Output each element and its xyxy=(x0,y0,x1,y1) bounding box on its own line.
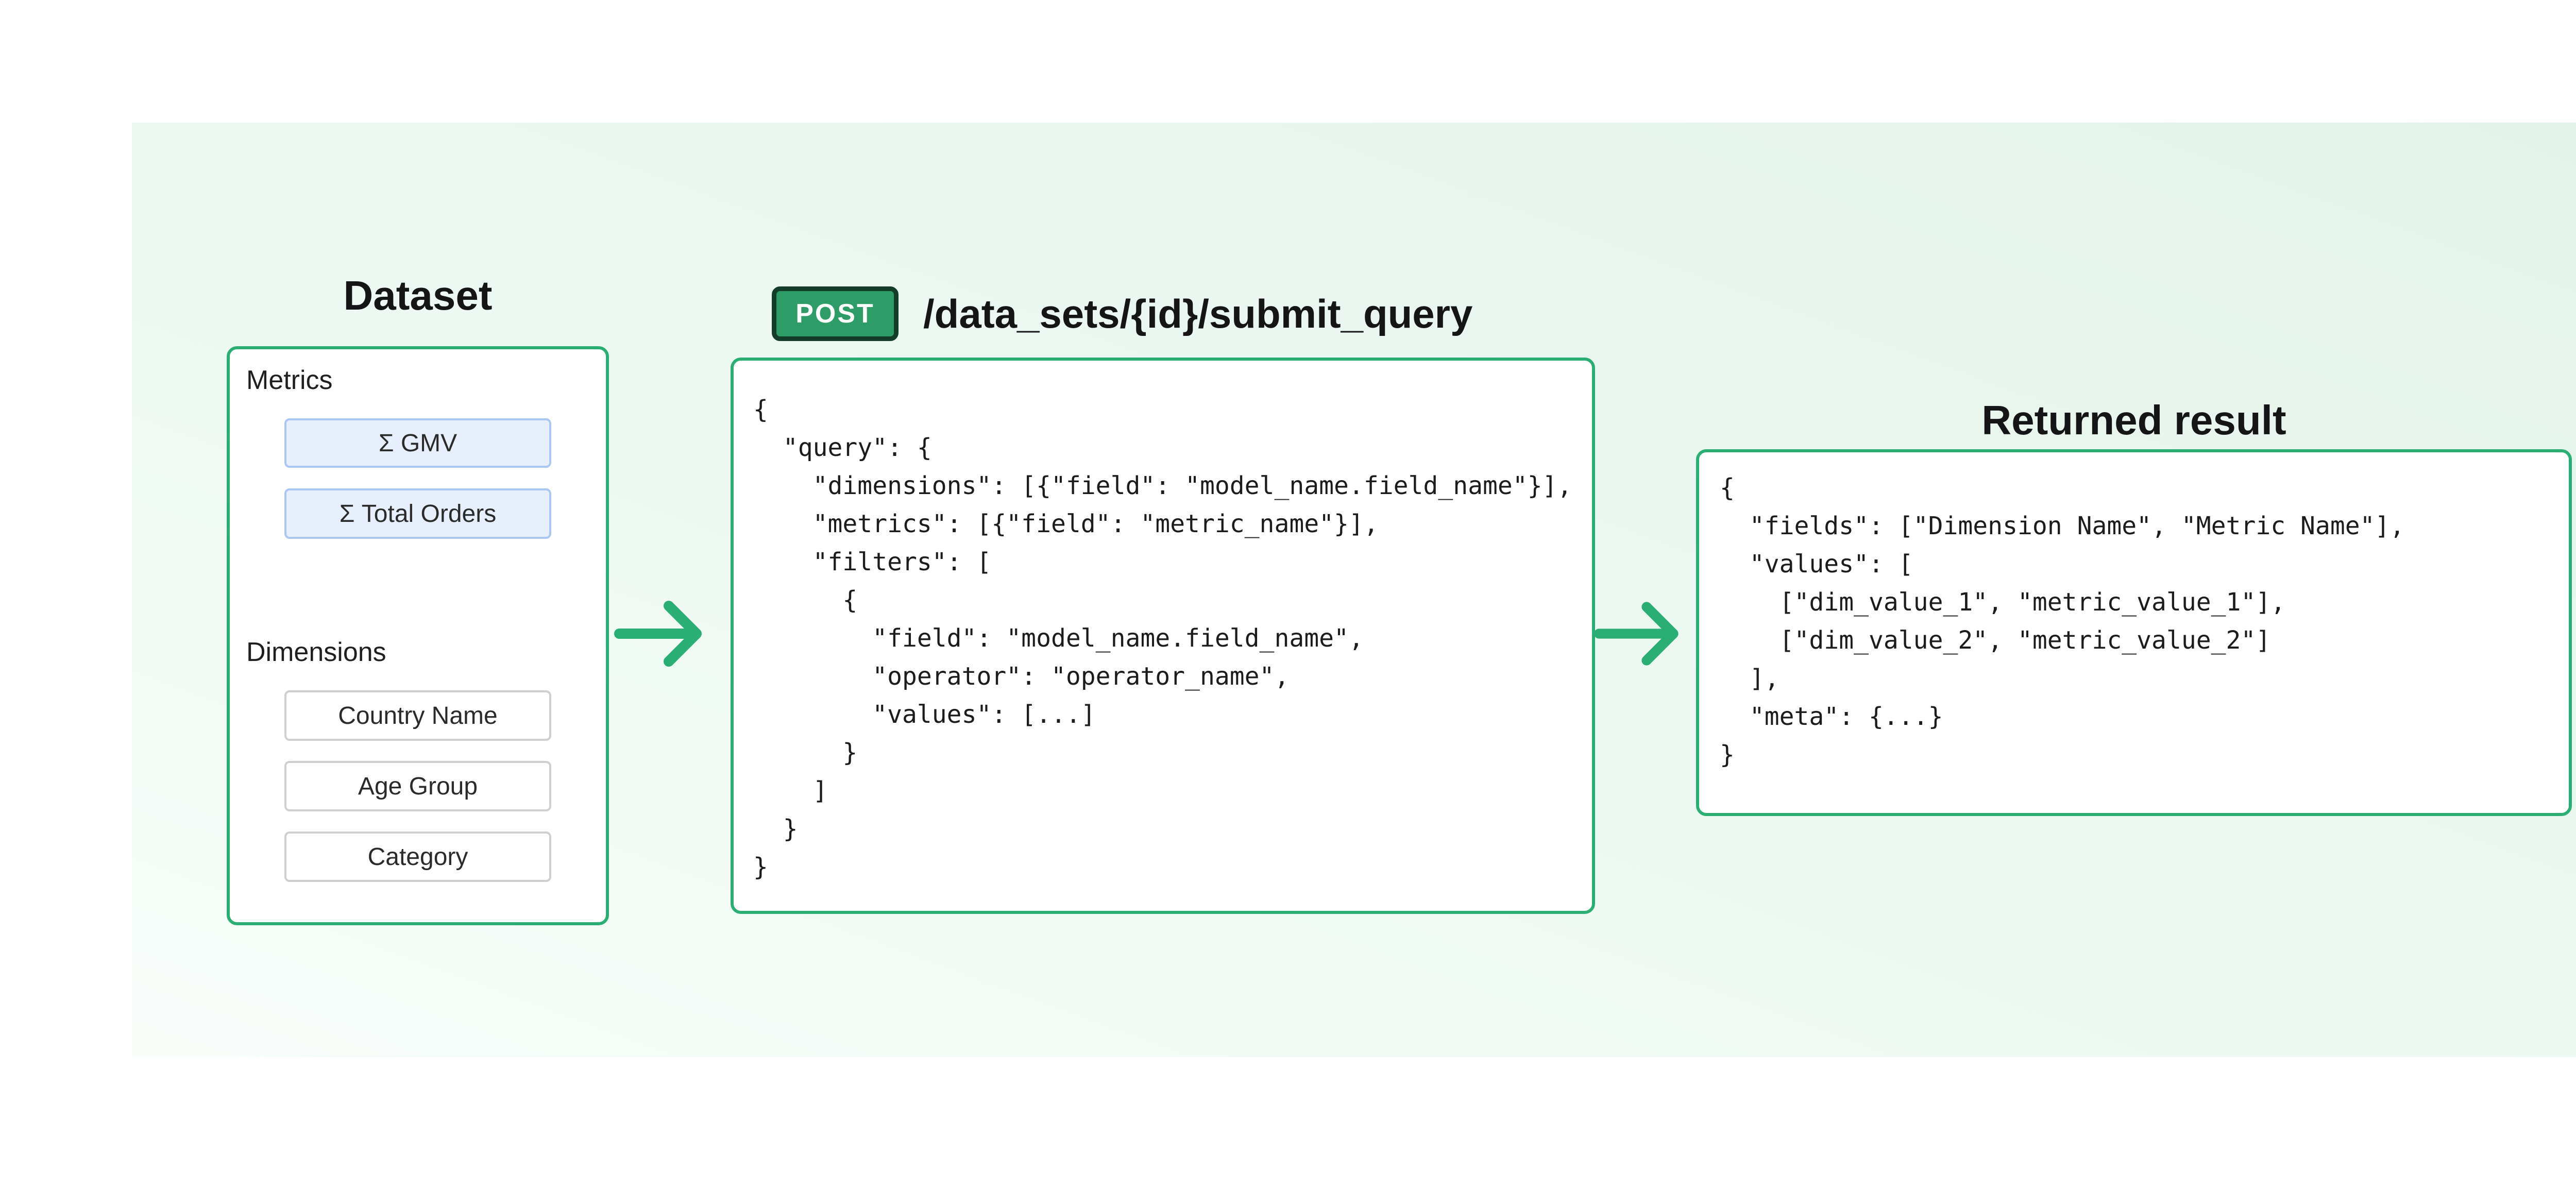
result-title: Returned result xyxy=(1981,397,2286,443)
result-box: { "fields": ["Dimension Name", "Metric N… xyxy=(1696,449,2572,816)
metric-chip-gmv: Σ GMV xyxy=(284,418,551,468)
dimension-chip-country-name: Country Name xyxy=(284,690,551,741)
request-body-box: { "query": { "dimensions": [{"field": "m… xyxy=(731,358,1595,914)
arrow-right-icon xyxy=(613,587,725,680)
dataset-title: Dataset xyxy=(343,273,493,318)
dimensions-group-label: Dimensions xyxy=(246,637,386,667)
http-method-badge: POST xyxy=(772,286,899,341)
metrics-group-label: Metrics xyxy=(246,365,333,395)
dimension-chip-category: Category xyxy=(284,831,551,882)
arrow-right-icon xyxy=(1593,587,1701,680)
endpoint-path: /data_sets/{id}/submit_query xyxy=(923,291,1473,336)
metric-chip-total-orders: Σ Total Orders xyxy=(284,488,551,539)
result-code: { "fields": ["Dimension Name", "Metric N… xyxy=(1720,473,2405,769)
request-body-code: { "query": { "dimensions": [{"field": "m… xyxy=(753,395,1572,881)
dimension-chip-age-group: Age Group xyxy=(284,761,551,811)
